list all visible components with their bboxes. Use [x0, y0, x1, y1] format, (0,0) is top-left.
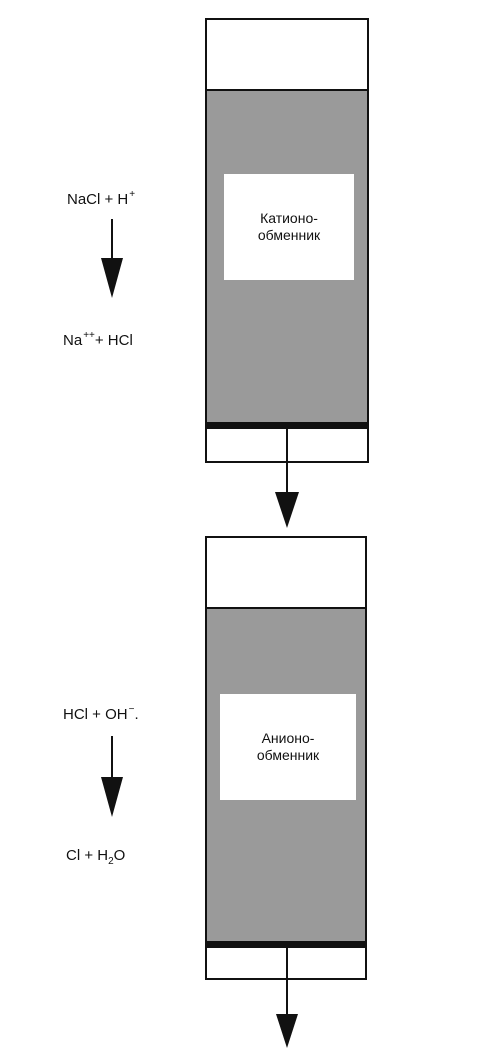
outlet-flow-arrow — [276, 948, 298, 1048]
reactant-label-top: NaCl + H+ — [67, 189, 136, 208]
anion-exchanger-label: Анионо- обменник — [220, 694, 356, 800]
cation-exchanger-label: Катионо- обменник — [224, 174, 354, 280]
product-text-bottom: Cl + H — [66, 847, 109, 864]
product-label-top: Na+++ HCl — [63, 330, 133, 349]
reactant-text-bottom: HCl + OH — [63, 706, 128, 723]
cation-support-layer — [207, 422, 367, 429]
sodium-label: Na — [63, 332, 83, 349]
reaction-arrow-top — [101, 219, 123, 298]
hydroxide-charge: − — [128, 704, 135, 715]
reaction-arrow-bottom — [101, 736, 123, 817]
transfer-flow-arrow — [275, 429, 299, 528]
anion-label-line-1: Анионо- — [261, 730, 315, 747]
anion-support-layer — [207, 941, 365, 948]
water-subscript: 2 — [108, 856, 114, 867]
water-oxygen: O — [113, 847, 126, 864]
cation-label-line-2: обменник — [257, 227, 321, 243]
cation-label-line-1: Катионо- — [260, 210, 318, 227]
reactant-mark: . — [134, 706, 139, 723]
reactant-text-top: NaCl + H — [67, 191, 129, 208]
reactant-label-bottom: HCl + OH−. — [63, 704, 139, 723]
hydrogen-charge: + — [129, 189, 136, 200]
product-label-bottom: Cl + H2O — [66, 848, 125, 867]
anion-label-line-2: обменник — [256, 747, 320, 763]
sodium-charge: ++ — [83, 330, 95, 341]
product-text-top: + HCl — [94, 332, 133, 349]
